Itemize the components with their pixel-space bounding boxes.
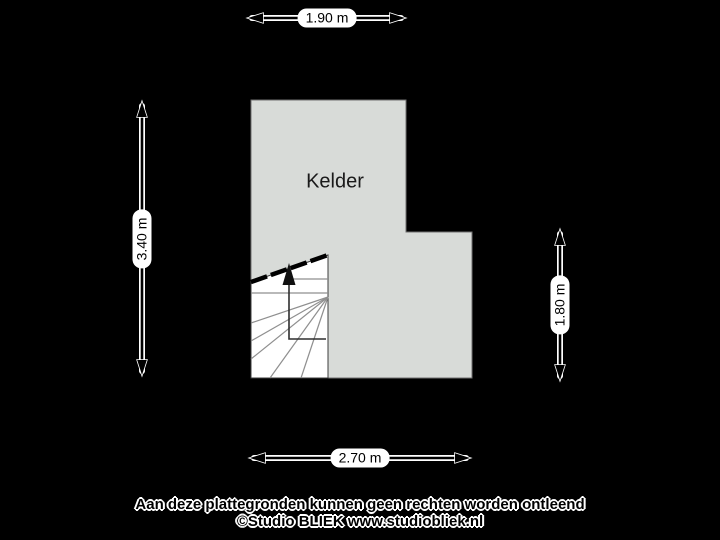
footer-disclaimer: Aan deze plattegronden kunnen geen recht…	[135, 496, 585, 513]
up-arrow-icon	[282, 263, 326, 340]
stair-cut-line	[250, 252, 329, 285]
staircase	[250, 252, 329, 379]
dimension-label-bottom: 2.70 m	[330, 448, 390, 468]
dimension-label-left: 3.40 m	[132, 209, 152, 269]
dimension-label-right: 1.80 m	[550, 275, 570, 335]
footer-credit: ©Studio BLIEK www.studiobliek.nl	[236, 513, 484, 530]
dimension-label-top: 1.90 m	[297, 8, 357, 28]
room-label: Kelder	[306, 170, 364, 193]
